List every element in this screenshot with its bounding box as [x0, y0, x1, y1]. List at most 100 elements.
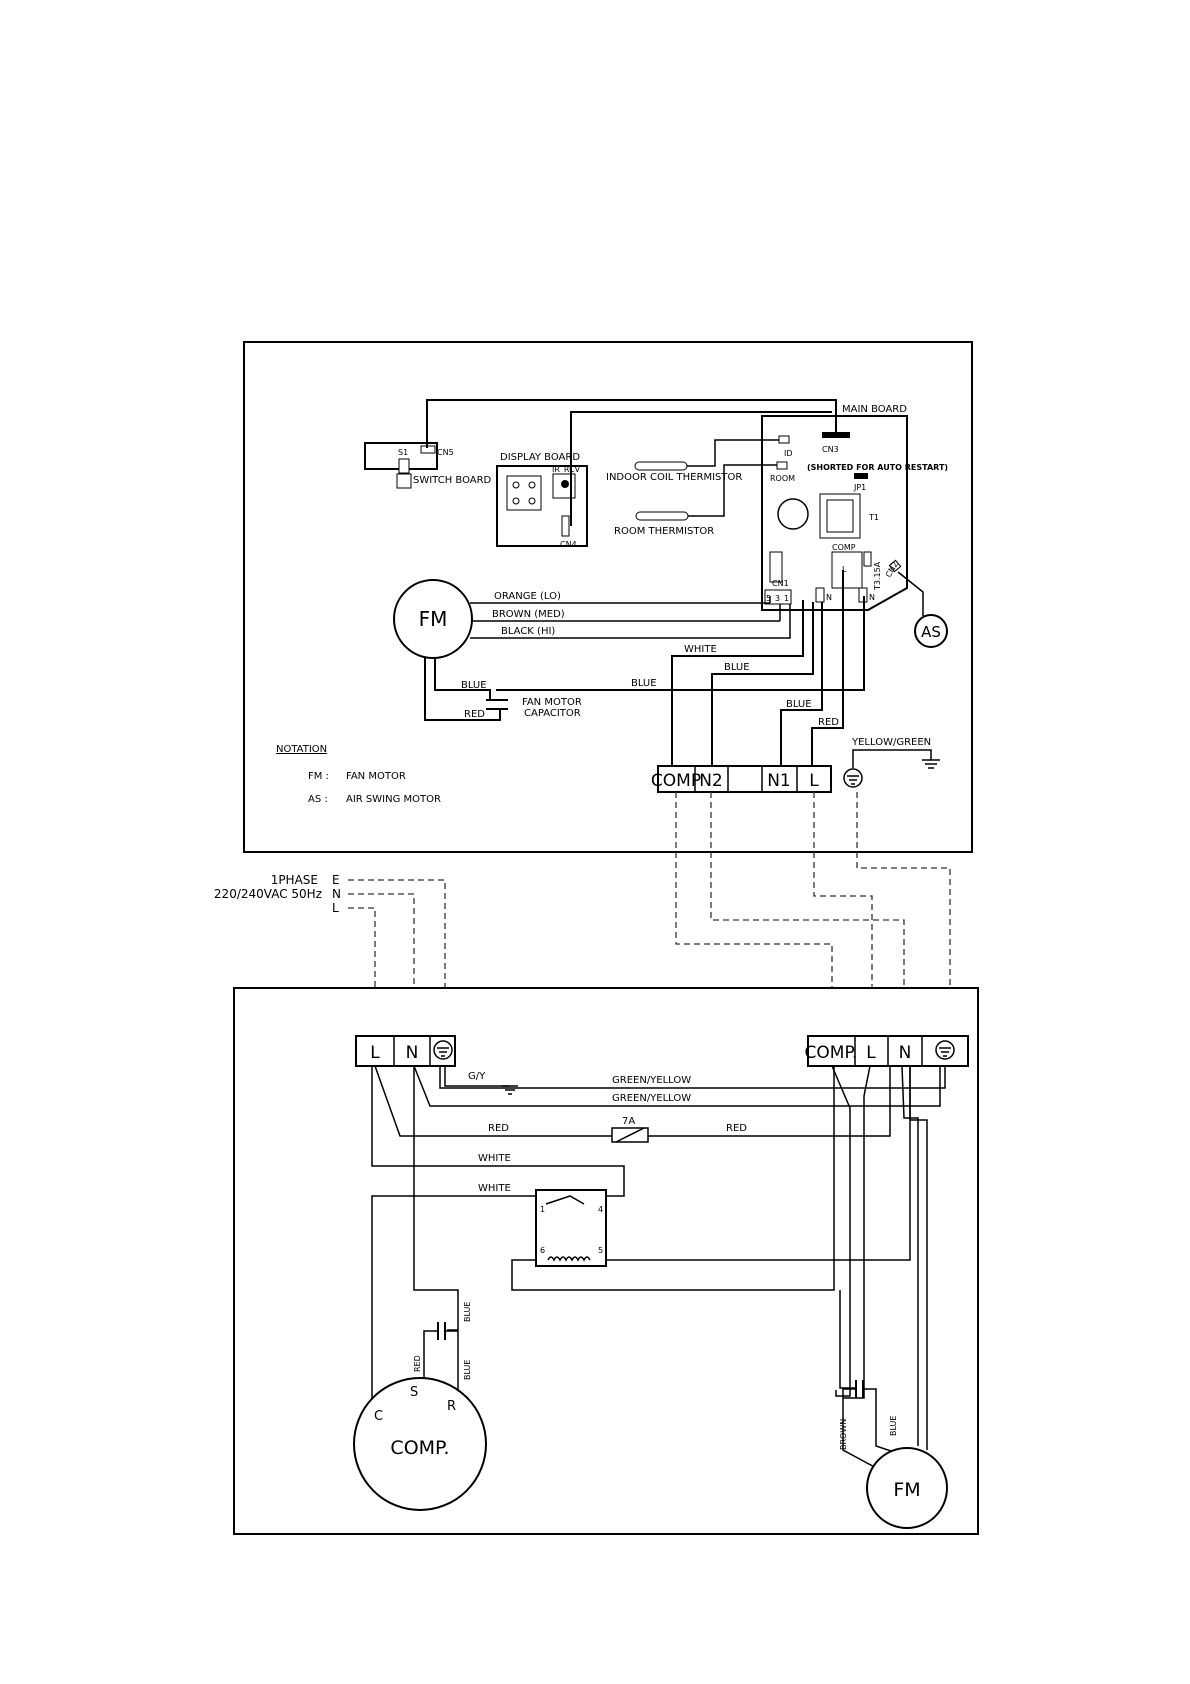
fuse-7a-label: 7A [622, 1116, 635, 1127]
wire-red-l [811, 570, 844, 768]
red-right-label: RED [726, 1123, 747, 1134]
wire-gy [444, 1066, 510, 1087]
wire-blue-capacitor-n [496, 596, 865, 691]
transformer-core [826, 499, 854, 533]
t1-label: T1 [868, 513, 879, 522]
wire-fm-n [901, 1065, 919, 1446]
supply-n: N [332, 887, 341, 901]
outdoor-terminal-comp: COMP. [805, 1043, 858, 1063]
wire-relay-coil-return [511, 1066, 835, 1291]
cn3-label: CN3 [822, 445, 839, 454]
relay-pin: 1 [540, 1205, 545, 1214]
wire-blue-capacitor [434, 658, 491, 700]
indoor-coil-thermistor-label: INDOOR COIL THERMISTOR [606, 472, 742, 483]
wire-blue-fm [863, 1388, 901, 1455]
blue-top-label: BLUE [463, 1302, 472, 1322]
n-right-label: N [869, 593, 875, 602]
comp-s-label: S [410, 1385, 418, 1400]
white-label-2: WHITE [478, 1183, 511, 1194]
comp-r-label: R [447, 1399, 456, 1414]
cn3-connector [822, 432, 850, 438]
supply-e-line [348, 879, 446, 1030]
supply-e: E [332, 873, 340, 887]
wire-fm-cap-feed [839, 1290, 856, 1389]
room-connector [776, 461, 788, 470]
relay-pin: 5 [598, 1246, 603, 1255]
earth-icon [935, 1040, 955, 1060]
wire-orange-label: ORANGE (LO) [494, 591, 561, 602]
fuse-t315a [863, 551, 872, 567]
blue-label-cap: BLUE [461, 680, 487, 691]
red-left-label: RED [488, 1123, 509, 1134]
wire-white [671, 600, 804, 768]
wire-as [897, 571, 924, 616]
relay-switch-contact [545, 1195, 585, 1205]
shorted-note: (SHORTED FOR AUTO RESTART) [807, 463, 948, 472]
outdoor-terminal-n: N [406, 1043, 419, 1063]
link-earth [856, 792, 951, 1030]
wire-brown-label: BROWN (MED) [492, 609, 565, 620]
room-thermistor [635, 511, 689, 521]
comp-relay-label: COMP [832, 543, 856, 552]
link-n2 [710, 792, 905, 1030]
id-connector [778, 435, 790, 444]
red-label-2: RED [818, 717, 839, 728]
wire-black-label: BLACK (HI) [501, 626, 555, 637]
led [528, 481, 536, 489]
switch-board-label: SWITCH BOARD [413, 475, 492, 486]
relay-pin: 4 [598, 1205, 603, 1214]
cn4-connector [561, 515, 570, 537]
wire-black [470, 604, 791, 639]
fuse-label: T3.15A [873, 561, 882, 591]
green-yellow-label-1: GREEN/YELLOW [612, 1075, 691, 1086]
fan-motor-indoor [393, 579, 473, 659]
wire-switch-to-cn3 [426, 399, 837, 448]
cn2-connector [888, 559, 902, 573]
ir-sensor-dot [561, 480, 569, 488]
notation-fm-val: FAN MOTOR [346, 771, 406, 782]
ir-rcv-label: IR_RCV [552, 465, 581, 474]
earth-icon [433, 1040, 453, 1060]
comp-c-label: C [374, 1409, 383, 1424]
n-terminal-left [815, 587, 825, 603]
notation-fm-key: FM : [308, 771, 329, 782]
indoor-terminal-block [657, 765, 832, 793]
cn1-connector [764, 589, 792, 605]
n-left-label: N [826, 593, 832, 602]
brown-label: BROWN [839, 1419, 848, 1450]
wire-green-yellow-1 [439, 1066, 946, 1089]
wire-display-to-cn3 [570, 411, 832, 526]
blue-fm-label: BLUE [889, 1416, 898, 1436]
cn5-label: CN5 [437, 448, 454, 457]
indoor-coil-thermistor [634, 461, 688, 471]
notation-as-key: AS : [308, 794, 328, 805]
wire-room-thermistor [688, 464, 777, 517]
led [528, 497, 536, 505]
wire-white-1 [371, 1066, 625, 1197]
supply-l: L [332, 901, 339, 915]
earth-terminal-indoor [843, 768, 863, 788]
terminal-n1: N1 [767, 771, 791, 791]
red-cap-label: RED [413, 1355, 422, 1372]
air-swing-motor [914, 614, 948, 648]
wire-fm-n2 [909, 1066, 928, 1450]
fan-capacitor-label-1: FAN MOTOR [522, 697, 582, 708]
wire-red-right [648, 1066, 891, 1137]
jp1-label: JP1 [853, 483, 866, 492]
transformer-t1 [819, 493, 861, 539]
board-component [769, 551, 783, 583]
blue-label-2: BLUE [631, 678, 657, 689]
main-board-label: MAIN BOARD [842, 404, 907, 415]
room-thermistor-label: ROOM THERMISTOR [614, 526, 714, 537]
cn1-label: CN1 [772, 579, 789, 588]
relay-l-label: L [842, 565, 847, 574]
terminal-comp: COMP [651, 771, 701, 791]
wire-green-yellow-2 [413, 1065, 941, 1107]
yellow-green-label: YELLOW/GREEN [851, 737, 931, 748]
wire-fm-comp [831, 1065, 851, 1397]
wire-brown-fm [842, 1388, 881, 1471]
jp1-jumper [854, 473, 868, 479]
fan-motor-outdoor [866, 1447, 948, 1529]
switch-button [396, 473, 412, 489]
s1-label: S1 [398, 448, 408, 457]
